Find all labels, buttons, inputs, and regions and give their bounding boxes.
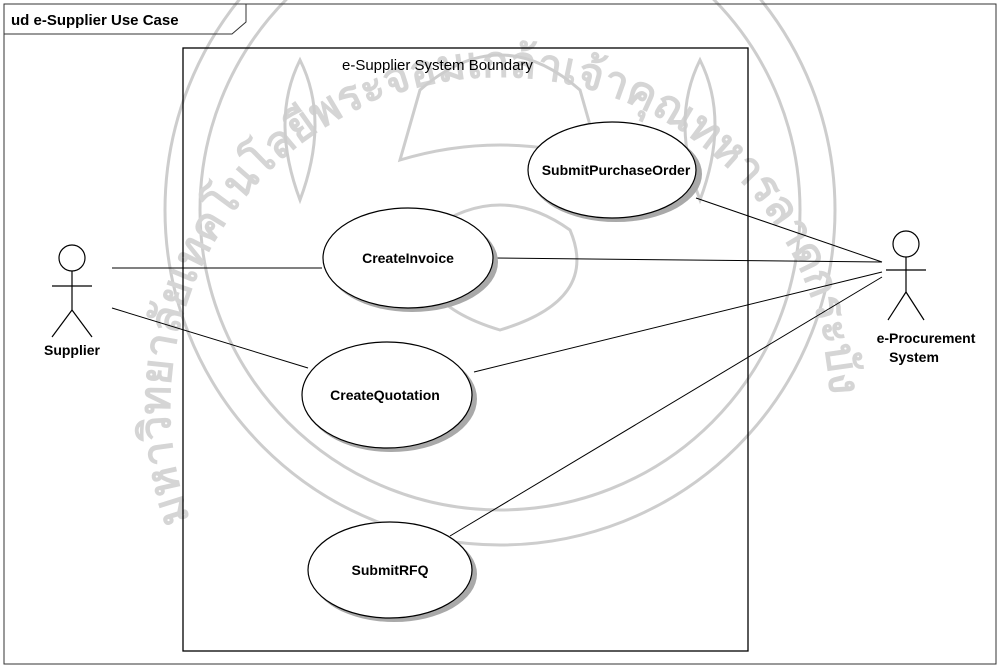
- assoc-createquotation-eprocurement: [473, 271, 883, 373]
- watermark-text: มหาวิทยาลัยเทคโนโลยีพระจอมเกล้าเจ้าคุณทห…: [130, 37, 870, 533]
- usecase-submit-purchase-order[interactable]: SubmitPurchaseOrder: [527, 121, 702, 222]
- actor-supplier[interactable]: [51, 244, 93, 338]
- usecase-submit-rfq-label: SubmitRFQ: [352, 562, 429, 578]
- assoc-submitrfq-eprocurement: [449, 276, 883, 537]
- actor-eprocurement-label-line1: e-Procurement: [877, 330, 976, 346]
- actor-eprocurement-system[interactable]: [886, 230, 926, 321]
- usecase-submit-rfq[interactable]: SubmitRFQ: [307, 521, 477, 622]
- usecase-create-quotation[interactable]: CreateQuotation: [301, 341, 477, 452]
- usecase-create-invoice-label: CreateInvoice: [362, 250, 454, 266]
- frame-title-tab: [3, 4, 247, 35]
- actor-eprocurement-head-icon: [892, 230, 920, 258]
- associations: [111, 197, 883, 537]
- assoc-submitpo-eprocurement: [695, 197, 883, 263]
- watermark-seal: มหาวิทยาลัยเทคโนโลยีพระจอมเกล้าเจ้าคุณทห…: [130, 0, 870, 547]
- actor-eprocurement-label-line2: System: [889, 349, 939, 365]
- assoc-createinvoice-eprocurement: [493, 257, 883, 263]
- assoc-supplier-createquotation: [111, 307, 309, 369]
- frame-title: ud e-Supplier Use Case: [11, 12, 179, 29]
- actor-supplier-head-icon: [58, 244, 86, 272]
- actor-supplier-label: Supplier: [44, 342, 101, 358]
- system-boundary: [182, 47, 749, 652]
- usecase-create-invoice[interactable]: CreateInvoice: [322, 207, 498, 312]
- usecase-create-quotation-label: CreateQuotation: [330, 387, 440, 403]
- usecase-submit-purchase-order-label: SubmitPurchaseOrder: [542, 162, 691, 178]
- system-boundary-title: e-Supplier System Boundary: [342, 57, 533, 74]
- diagram-frame: [3, 3, 997, 665]
